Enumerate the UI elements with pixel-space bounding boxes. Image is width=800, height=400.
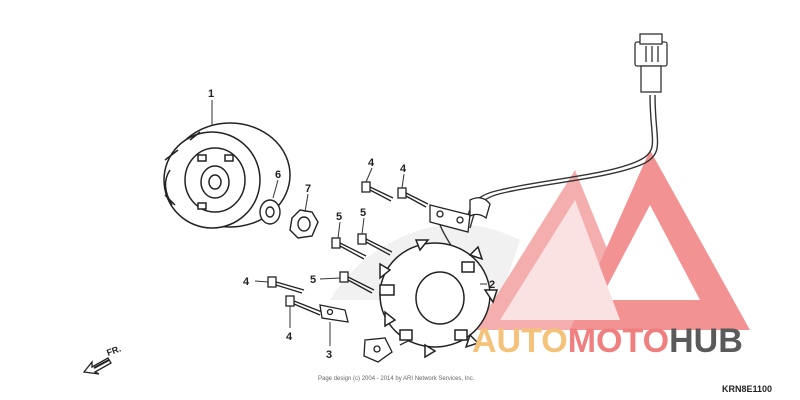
label-part-5-a: 5 (336, 211, 342, 223)
front-direction-label: FR. (105, 344, 122, 358)
leader-lines (211, 100, 487, 346)
watermark-auto: AUTO (472, 322, 568, 360)
front-direction-arrow-icon (82, 357, 112, 375)
watermark-text: AUTOMOTOHUB (472, 322, 743, 360)
label-part-4-a: 4 (368, 157, 375, 169)
copyright-text: Page design (c) 2004 - 2014 by ARI Netwo… (318, 376, 475, 382)
label-part-7: 7 (305, 183, 311, 195)
bolt-4-left (267, 276, 305, 294)
diagram-code: KRN8E1100 (722, 384, 772, 394)
watermark-moto: MOTO (568, 322, 669, 360)
bolt-4-top-right (397, 187, 429, 208)
label-part-6: 6 (275, 169, 281, 181)
label-part-4-b: 4 (400, 163, 407, 175)
washer-part (259, 199, 281, 225)
flywheel-part (163, 122, 291, 229)
label-part-4-d: 4 (286, 331, 293, 343)
label-part-1: 1 (208, 88, 214, 100)
label-part-3: 3 (326, 349, 332, 361)
connector-icon (634, 33, 668, 93)
bolt-part-5-group (331, 233, 393, 294)
bolt-5-lower (339, 271, 375, 294)
watermark-hub: HUB (669, 322, 743, 360)
bolt-part-4-group (267, 181, 429, 316)
label-part-5-c: 5 (310, 274, 316, 286)
bolt-4-top-left (361, 181, 394, 202)
wire-clamp (429, 197, 491, 233)
label-part-4-c: 4 (243, 276, 250, 288)
bolt-4-bottom (285, 295, 323, 316)
nut-part (289, 209, 319, 239)
stator-part (379, 239, 499, 359)
label-part-5-b: 5 (360, 207, 366, 219)
label-part-2: 2 (489, 279, 495, 291)
watermark-logo-icon (475, 150, 750, 330)
bolt-5-upper-left (331, 237, 367, 260)
pulse-generator-part (319, 304, 393, 363)
